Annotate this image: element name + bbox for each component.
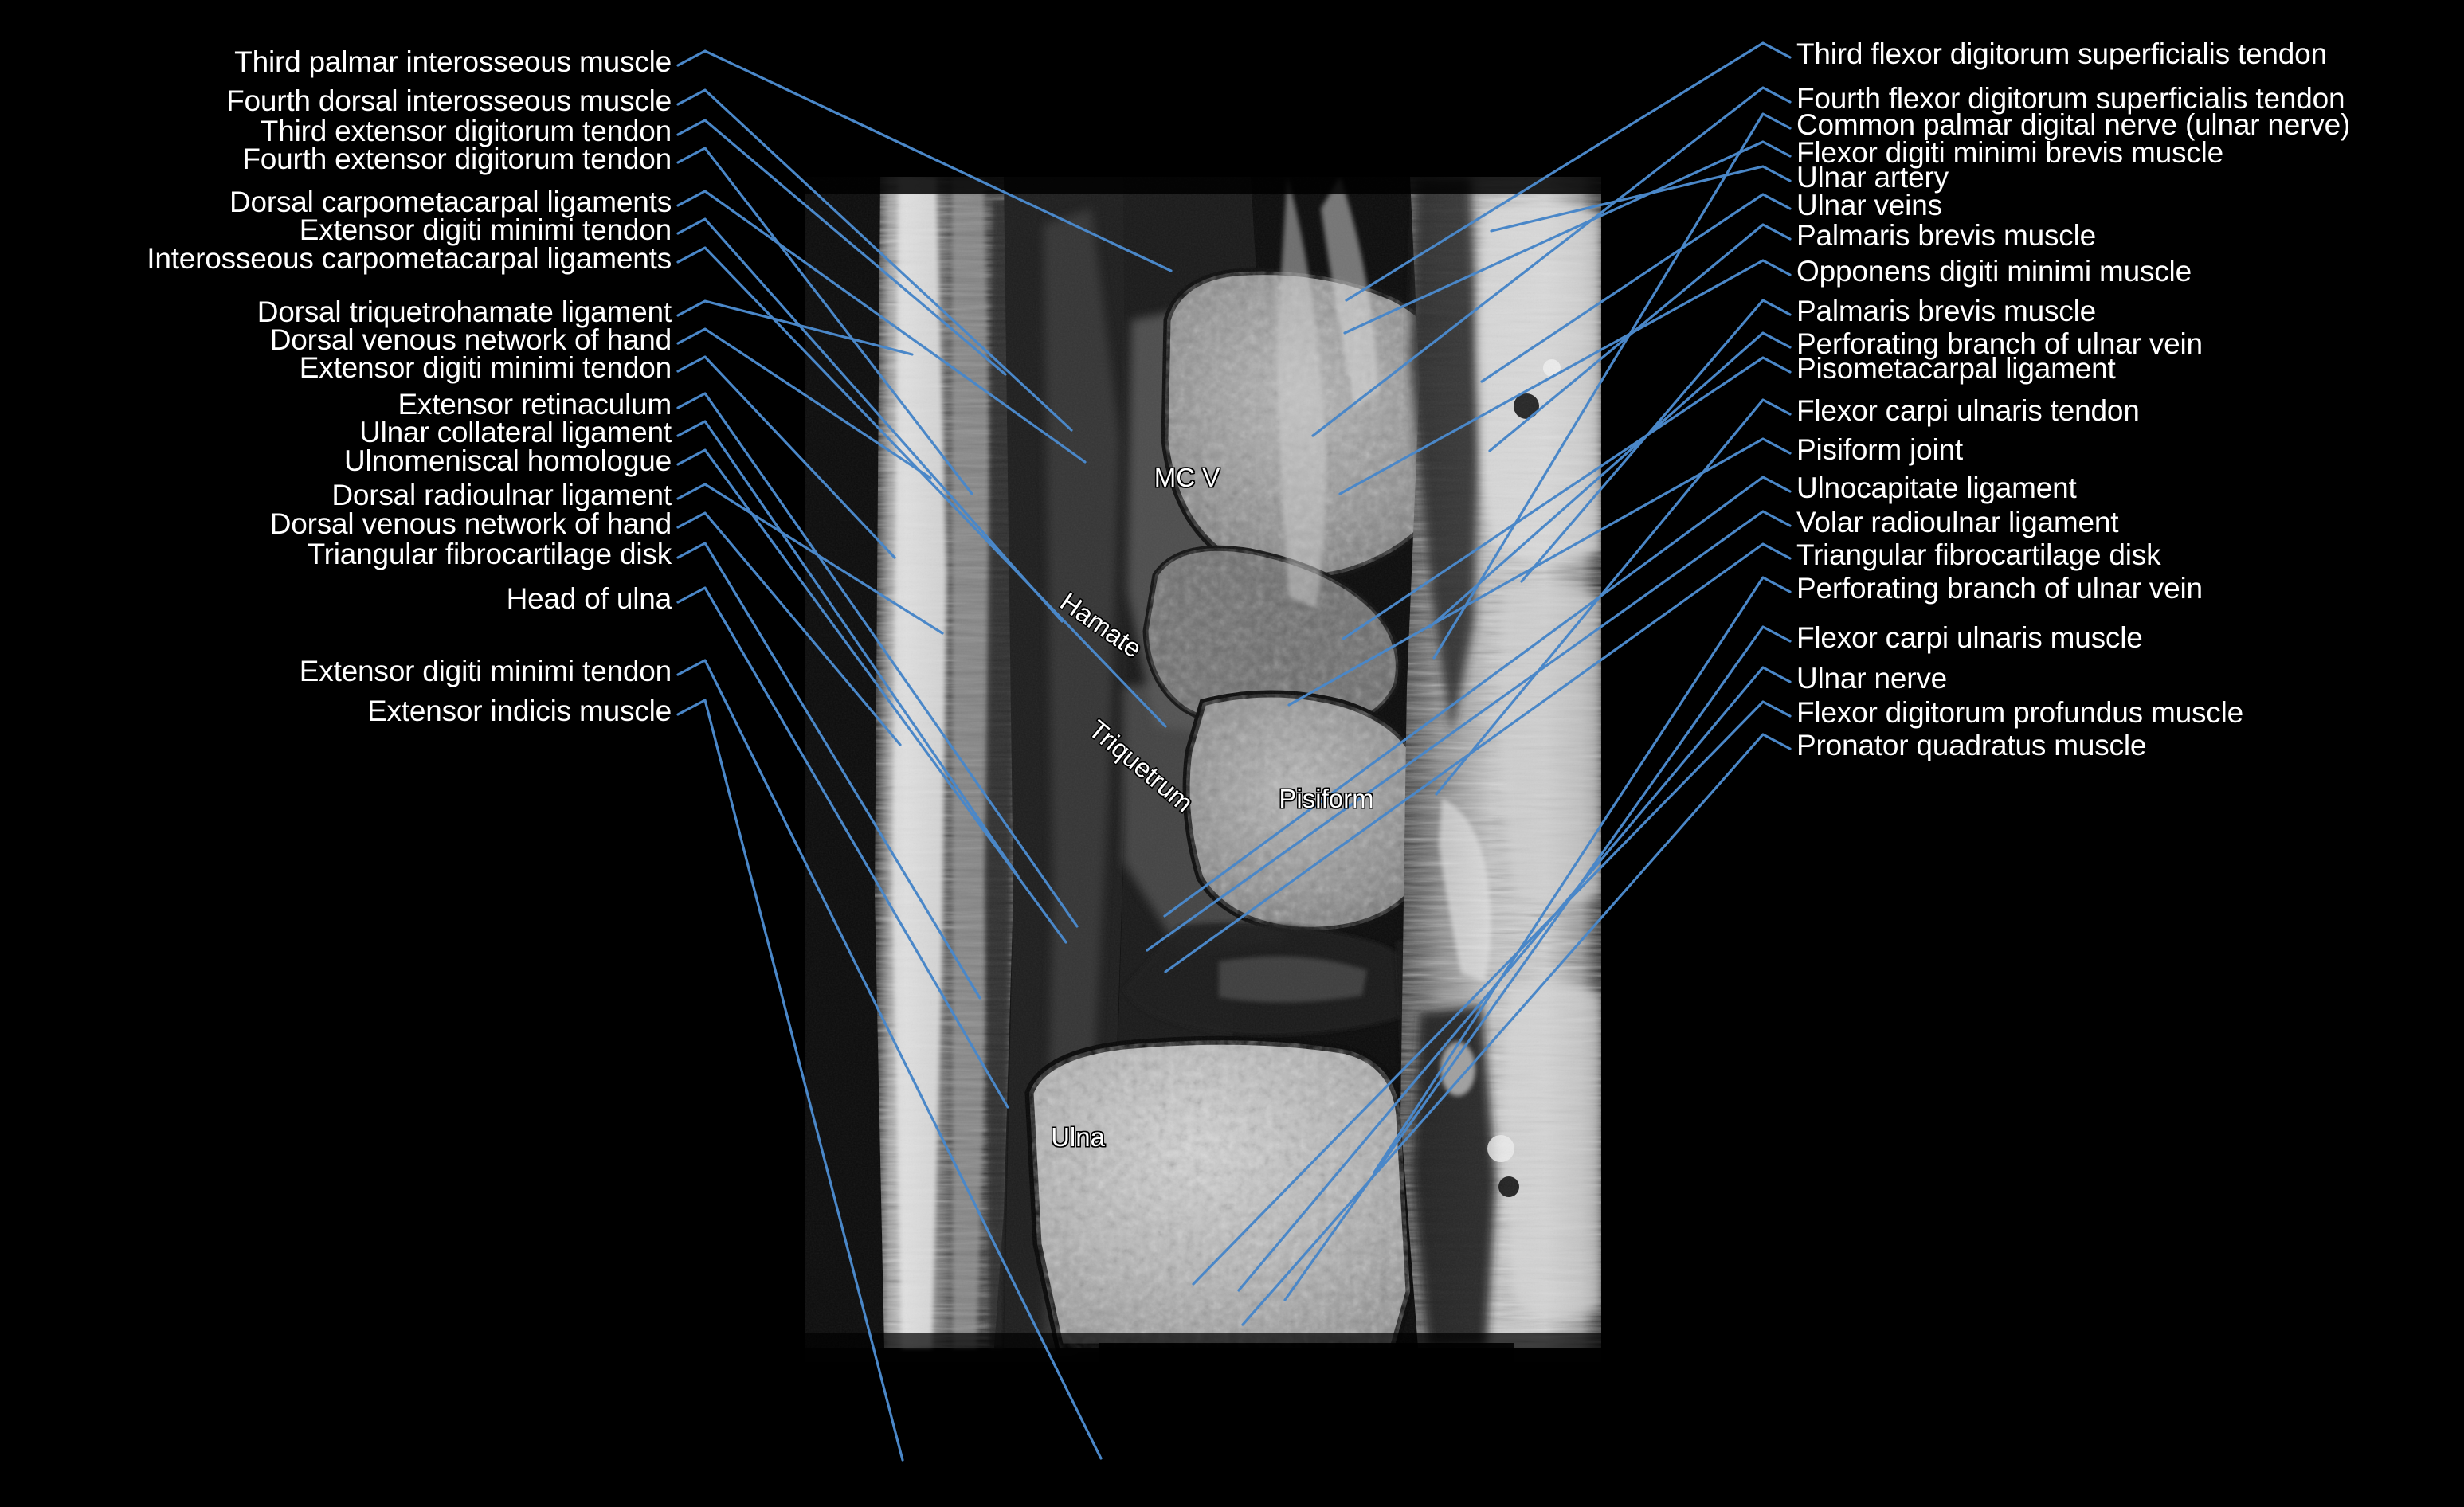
- label-right-ulnar-veins: Ulnar veins: [1796, 189, 1942, 221]
- label-right-pronator-quadratus-muscle: Pronator quadratus muscle: [1796, 729, 2147, 761]
- mri-image: [805, 177, 1601, 1362]
- label-left-extensor-digiti-minimi-tendon: Extensor digiti minimi tendon: [299, 213, 672, 246]
- label-left-triangular-fibrocartilage-disk: Triangular fibrocartilage disk: [307, 538, 672, 570]
- label-right-flexor-digiti-minimi-brevis-muscle: Flexor digiti minimi brevis muscle: [1796, 136, 2223, 169]
- label-right-flexor-carpi-ulnaris-tendon: Flexor carpi ulnaris tendon: [1796, 394, 2140, 427]
- label-right-flexor-digitorum-profundus-muscle: Flexor digitorum profundus muscle: [1796, 696, 2243, 729]
- label-right-ulnar-artery: Ulnar artery: [1796, 161, 1949, 194]
- label-right-triangular-fibrocartilage-disk: Triangular fibrocartilage disk: [1796, 538, 2161, 571]
- label-right-common-palmar-digital-nerve-ulnar-nerve: Common palmar digital nerve (ulnar nerve…: [1796, 108, 2351, 141]
- label-left-dorsal-radioulnar-ligament: Dorsal radioulnar ligament: [331, 479, 672, 511]
- label-right-flexor-carpi-ulnaris-muscle: Flexor carpi ulnaris muscle: [1796, 621, 2143, 654]
- mri-render: [805, 177, 1601, 1362]
- label-left-dorsal-triquetrohamate-ligament: Dorsal triquetrohamate ligament: [257, 296, 672, 328]
- label-right-pisometacarpal-ligament: Pisometacarpal ligament: [1796, 352, 2116, 385]
- label-right-palmaris-brevis-muscle: Palmaris brevis muscle: [1796, 219, 2096, 252]
- label-left-extensor-digiti-minimi-tendon: Extensor digiti minimi tendon: [299, 655, 672, 687]
- label-left-third-extensor-digitorum-tendon: Third extensor digitorum tendon: [260, 115, 672, 147]
- label-left-fourth-dorsal-interosseous-muscle: Fourth dorsal interosseous muscle: [226, 84, 672, 117]
- label-left-extensor-digiti-minimi-tendon: Extensor digiti minimi tendon: [299, 351, 672, 384]
- label-left-dorsal-venous-network-of-hand: Dorsal venous network of hand: [269, 507, 672, 540]
- label-right-palmaris-brevis-muscle: Palmaris brevis muscle: [1796, 295, 2096, 327]
- label-left-ulnomeniscal-homologue: Ulnomeniscal homologue: [343, 444, 672, 477]
- label-right-opponens-digiti-minimi-muscle: Opponens digiti minimi muscle: [1796, 255, 2192, 288]
- label-right-pisiform-joint: Pisiform joint: [1796, 433, 1963, 466]
- label-right-ulnocapitate-ligament: Ulnocapitate ligament: [1796, 472, 2077, 504]
- label-right-third-flexor-digitorum-superficialis-tendon: Third flexor digitorum superficialis ten…: [1796, 37, 2327, 70]
- label-left-dorsal-venous-network-of-hand: Dorsal venous network of hand: [269, 323, 672, 356]
- label-left-extensor-indicis-muscle: Extensor indicis muscle: [367, 695, 672, 727]
- label-left-fourth-extensor-digitorum-tendon: Fourth extensor digitorum tendon: [242, 143, 672, 175]
- label-right-ulnar-nerve: Ulnar nerve: [1796, 662, 1948, 695]
- label-left-third-palmar-interosseous-muscle: Third palmar interosseous muscle: [234, 45, 672, 78]
- label-left-ulnar-collateral-ligament: Ulnar collateral ligament: [359, 416, 672, 448]
- label-left-dorsal-carpometacarpal-ligaments: Dorsal carpometacarpal ligaments: [229, 186, 672, 218]
- label-right-perforating-branch-of-ulnar-vein: Perforating branch of ulnar vein: [1796, 327, 2203, 360]
- label-left-extensor-retinaculum: Extensor retinaculum: [398, 388, 672, 421]
- label-right-volar-radioulnar-ligament: Volar radioulnar ligament: [1796, 506, 2119, 538]
- label-left-interosseous-carpometacarpal-ligaments: Interosseous carpometacarpal ligaments: [147, 242, 672, 275]
- label-right-fourth-flexor-digitorum-superficialis-tendon: Fourth flexor digitorum superficialis te…: [1796, 82, 2345, 115]
- label-left-head-of-ulna: Head of ulna: [506, 582, 672, 615]
- label-right-perforating-branch-of-ulnar-vein: Perforating branch of ulnar vein: [1796, 572, 2203, 605]
